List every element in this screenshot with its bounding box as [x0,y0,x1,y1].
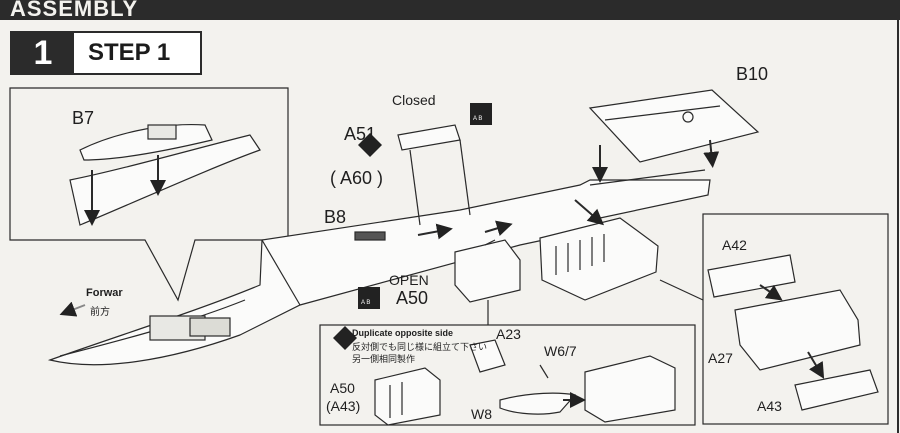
assembled-room [584,355,676,423]
side-structure [539,217,659,301]
part-a50-inset [374,367,441,426]
callout-a27: A27 [708,350,733,366]
section-header-bar: ASSEMBLY [0,0,900,20]
page-border [0,20,899,433]
step-number: 1 [12,33,74,73]
part-a23 [469,339,506,373]
callout-a43-right: A43 [757,398,782,414]
part-b10 [588,89,760,163]
step-title: STEP 1 [88,39,171,66]
callout-b8: B8 [324,207,347,227]
callout-w6-7: W6/7 [544,343,577,359]
callout-a50: A50 [396,288,429,308]
ab-symbol-closed [470,103,492,125]
duplicate-symbol [333,326,357,350]
callout-w8: W8 [471,406,492,422]
part-w8 [499,392,577,415]
duplicate-symbol-a51 [358,133,382,157]
callout-b10: B10 [736,64,769,84]
part-a27 [734,289,861,371]
ab-symbol-open [358,287,380,309]
note-cn: 另一側相同製作 [352,354,416,364]
part-a42 [707,254,796,298]
part-a43-right [794,369,879,411]
forward-label-cn: 前方 [90,307,110,318]
callout-a42: A42 [722,237,747,253]
part-a51 [397,124,461,151]
callout-closed: Closed [392,92,436,108]
callout-b7: B7 [72,108,95,128]
callout-a51: A51 [344,124,377,144]
callout-a23: A23 [496,326,521,342]
forward-label-en: Forwar [86,287,123,299]
callout-a50-inset: A50 [330,380,355,396]
note-jp: 反対側でも同じ様に組立て下さい [352,342,488,352]
callout-a60: ( A60 ) [330,168,384,188]
part-a50 [454,239,521,303]
callout-open: OPEN [389,272,429,288]
callout-a43-inset: (A43) [326,398,361,414]
ab-symbol-text-closed: A B [473,116,483,122]
section-title: ASSEMBLY [10,0,139,20]
ab-symbol-text-open: A B [361,300,371,306]
step-badge: 1 STEP 1 [10,31,202,75]
note-title: Duplicate opposite side [352,328,454,338]
